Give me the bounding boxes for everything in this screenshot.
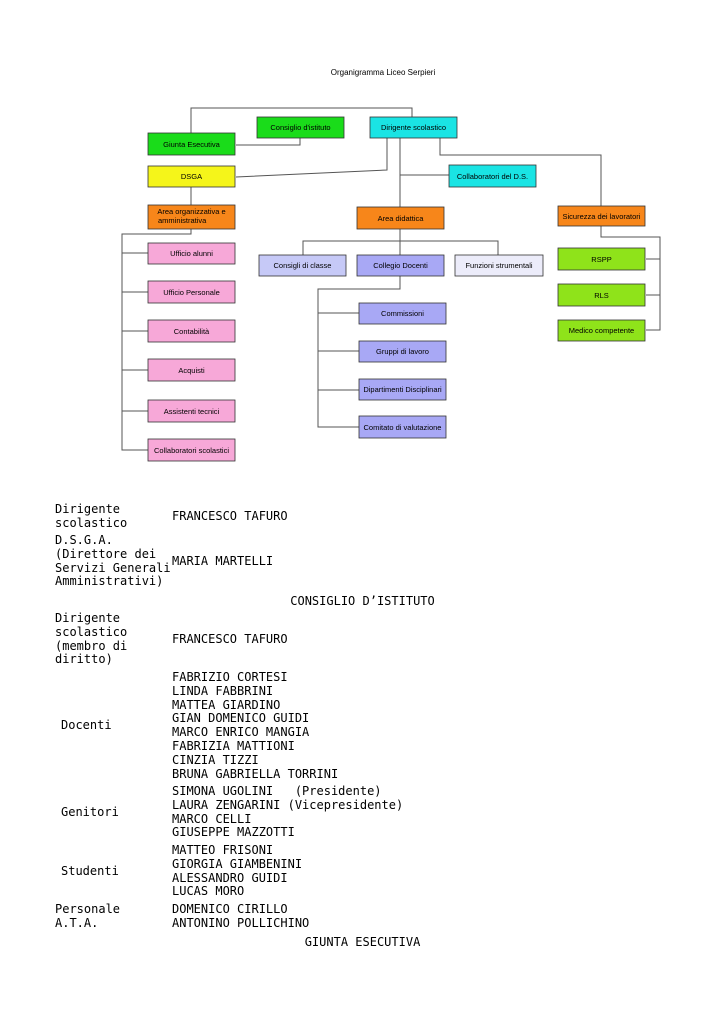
svg-text:Comitato di valutazione: Comitato di valutazione	[364, 423, 442, 432]
svg-text:Sicurezza dei lavoratori: Sicurezza dei lavoratori	[563, 212, 641, 221]
organization-chart: Organigramma Liceo Serpieri Consiglio d'…	[121, 68, 661, 462]
ci-dirigente-value: FRANCESCO TAFURO	[172, 632, 288, 646]
genitori-label: Genitori	[61, 805, 119, 819]
svg-text:DSGA: DSGA	[181, 172, 202, 181]
box-ufficio-personale: Ufficio Personale	[147, 280, 236, 304]
svg-text:Consiglio d'istituto: Consiglio d'istituto	[270, 123, 330, 132]
ata-value: DOMENICO CIRILLO ANTONINO POLLICHINO	[172, 902, 310, 930]
box-dirigente-scolastico: Dirigente scolastico	[369, 116, 458, 139]
box-collaboratori-scolastici: Collaboratori scolastici	[147, 438, 236, 462]
box-giunta-esecutiva: Giunta Esecutiva	[147, 132, 236, 156]
box-consigli-classe: Consigli di classe	[258, 254, 347, 277]
box-medico-competente: Medico competente	[557, 319, 646, 342]
box-comitato-valutazione: Comitato di valutazione	[358, 415, 447, 439]
studenti-label: Studenti	[61, 864, 119, 878]
box-sicurezza-lavoratori: Sicurezza dei lavoratori	[557, 205, 646, 227]
box-contabilita: Contabilità	[147, 319, 236, 343]
chart-title: Organigramma Liceo Serpieri	[331, 68, 436, 77]
dirigente-label: Dirigente scolastico	[55, 502, 128, 530]
genitori-value: SIMONA UGOLINI (Presidente) LAURA ZENGAR…	[172, 784, 404, 840]
box-area-didattica: Area didattica	[356, 206, 445, 230]
svg-text:Collaboratori del D.S.: Collaboratori del D.S.	[457, 172, 528, 181]
box-acquisti: Acquisti	[147, 358, 236, 382]
box-ufficio-alunni: Ufficio alunni	[147, 242, 236, 265]
box-gruppi-lavoro: Gruppi di lavoro	[358, 340, 447, 363]
svg-text:Giunta Esecutiva: Giunta Esecutiva	[163, 140, 221, 149]
ata-label: Personale A.T.A.	[55, 902, 121, 930]
ci-dirigente-label: Dirigente scolastico (membro di diritto)	[55, 611, 128, 667]
box-commissioni: Commissioni	[358, 302, 447, 325]
svg-text:Dirigente scolastico: Dirigente scolastico	[381, 123, 446, 132]
studenti-value: MATTEO FRISONI GIORGIA GIAMBENINI ALESSA…	[172, 843, 303, 899]
box-assistenti-tecnici: Assistenti tecnici	[147, 399, 236, 423]
svg-text:Consigli di classe: Consigli di classe	[274, 261, 332, 270]
box-collegio-docenti: Collegio Docenti	[356, 254, 445, 277]
svg-text:Ufficio Personale: Ufficio Personale	[163, 288, 220, 297]
svg-text:Contabilità: Contabilità	[174, 327, 210, 336]
box-area-organizzativa: Area organizzativa e amministrativa	[147, 204, 236, 230]
svg-text:RSPP: RSPP	[591, 255, 611, 264]
dirigente-value: FRANCESCO TAFURO	[172, 509, 288, 523]
docenti-value: FABRIZIO CORTESI LINDA FABBRINI MATTEA G…	[172, 670, 339, 781]
giunta-heading: GIUNTA ESECUTIVA	[304, 935, 421, 949]
docenti-label: Docenti	[61, 718, 112, 732]
box-collaboratori-ds: Collaboratori del D.S.	[448, 164, 537, 188]
svg-text:Collaboratori scolastici: Collaboratori scolastici	[154, 446, 229, 455]
dsga-label: D.S.G.A. (Direttore dei Servizi Generali…	[55, 533, 171, 589]
box-dipartimenti: Dipartimenti Disciplinari	[358, 378, 447, 401]
box-consiglio-istituto: Consiglio d'istituto	[256, 116, 345, 139]
svg-text:Assistenti tecnici: Assistenti tecnici	[164, 407, 220, 416]
svg-text:Area didattica: Area didattica	[378, 214, 425, 223]
consiglio-heading: CONSIGLIO D’ISTITUTO	[290, 594, 435, 608]
svg-text:Ufficio alunni: Ufficio alunni	[170, 249, 213, 258]
box-rspp: RSPP	[557, 247, 646, 271]
svg-text:Gruppi di lavoro: Gruppi di lavoro	[376, 347, 429, 356]
svg-text:Acquisti: Acquisti	[178, 366, 205, 375]
box-rls: RLS	[557, 283, 646, 307]
svg-text:Collegio Docenti: Collegio Docenti	[373, 261, 428, 270]
dsga-value: MARIA MARTELLI	[172, 554, 274, 568]
svg-text:Medico competente: Medico competente	[569, 326, 634, 335]
box-dsga: DSGA	[147, 165, 236, 188]
svg-text:Funzioni strumentali: Funzioni strumentali	[465, 261, 532, 270]
box-funzioni-strumentali: Funzioni strumentali	[454, 254, 544, 277]
svg-text:RLS: RLS	[594, 291, 609, 300]
svg-text:amministrativa: amministrativa	[158, 216, 207, 225]
chart-connectors	[121, 107, 661, 451]
svg-text:Commissioni: Commissioni	[381, 309, 424, 318]
svg-text:Dipartimenti Disciplinari: Dipartimenti Disciplinari	[363, 385, 442, 394]
svg-text:Area organizzativa e: Area organizzativa e	[157, 207, 225, 216]
